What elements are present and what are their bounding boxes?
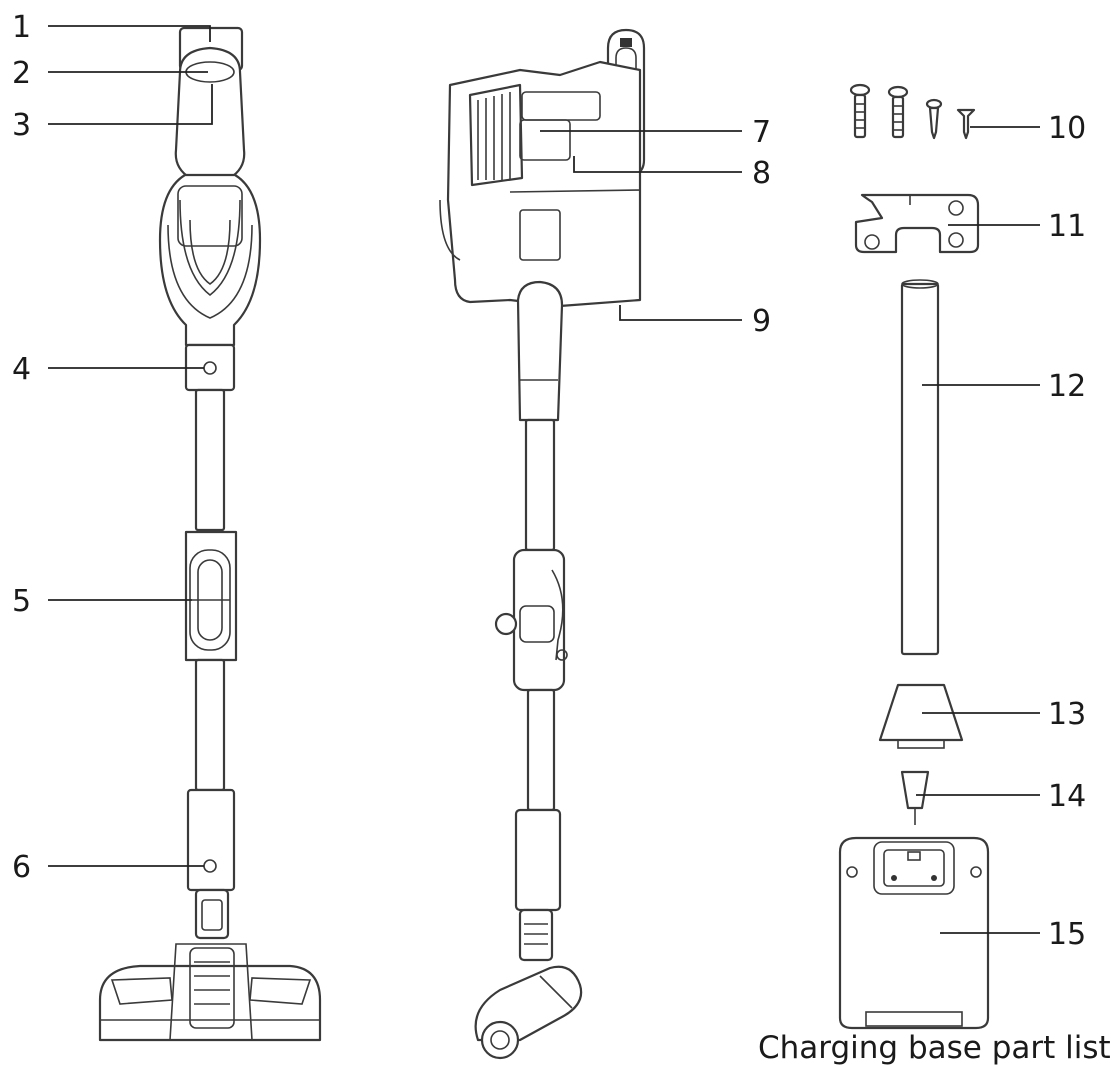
charging-base-parts (838, 83, 990, 1030)
callout-10: 10 (1048, 111, 1086, 146)
callout-7: 7 (752, 115, 771, 150)
screws (849, 83, 976, 140)
callout-5: 5 (12, 584, 31, 619)
bracket-plate (854, 193, 980, 254)
caption-charging-base-part-list: Charging base part list (758, 1030, 1111, 1066)
vacuum-side-view (439, 28, 646, 1060)
callout-15: 15 (1048, 917, 1086, 952)
callout-1: 1 (12, 10, 31, 45)
vacuum-front-view (98, 26, 322, 1042)
base-plate (838, 836, 990, 1030)
callout-13: 13 (1048, 697, 1086, 732)
connector-pin (900, 770, 930, 810)
callout-11: 11 (1048, 209, 1086, 244)
callout-6: 6 (12, 850, 31, 885)
callout-9: 9 (752, 304, 771, 339)
callout-12: 12 (1048, 369, 1086, 404)
leader-lines (48, 25, 1040, 934)
cone-cover (878, 683, 964, 742)
callout-4: 4 (12, 352, 31, 387)
callout-14: 14 (1048, 779, 1086, 814)
callout-2: 2 (12, 56, 31, 91)
callout-3: 3 (12, 108, 31, 143)
callout-labels: 1 2 3 4 5 6 7 8 9 10 11 12 13 14 15 (12, 10, 1086, 952)
pole (900, 282, 940, 656)
callout-8: 8 (752, 156, 771, 191)
